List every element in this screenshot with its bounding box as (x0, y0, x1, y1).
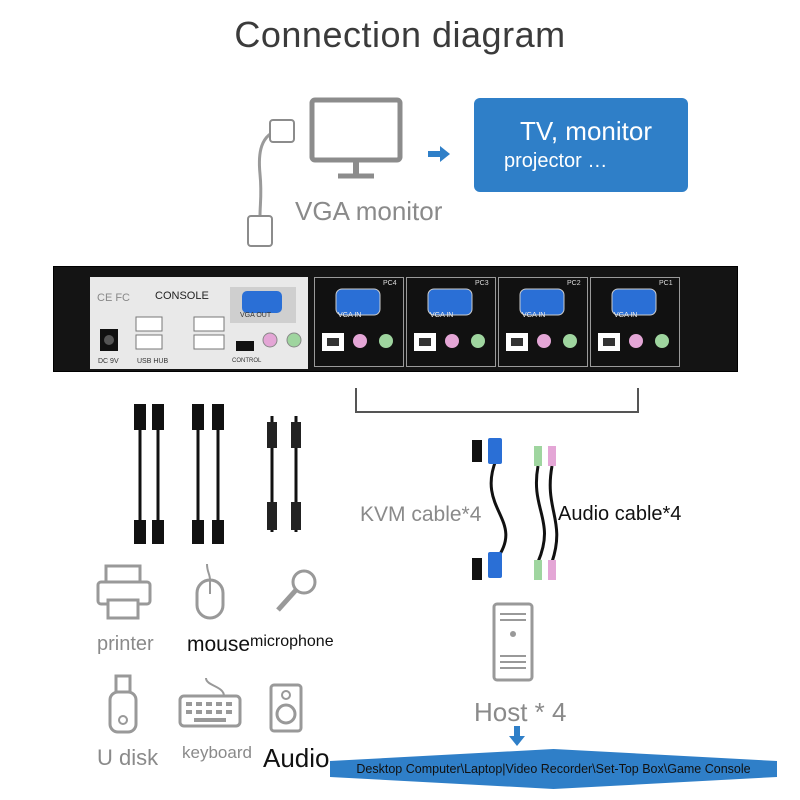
usb-hub-label: USB HUB (137, 358, 169, 365)
audio-speaker-icon (269, 683, 303, 733)
tv-monitor-box: TV, monitor projector … (474, 98, 688, 192)
vga-monitor-icon (247, 97, 403, 247)
host-tower-icon (492, 602, 534, 682)
keyboard-icon (178, 677, 242, 728)
diagram-title: Connection diagram (234, 14, 566, 55)
u-disk-icon (108, 674, 138, 734)
console-label: CONSOLE (155, 290, 209, 302)
arrow-down-icon (509, 726, 525, 746)
mouse-icon (195, 563, 225, 620)
pc2-vga-in: VGA IN (522, 312, 546, 319)
pc4-panel (314, 277, 404, 367)
vga-monitor-label: VGA monitor (295, 196, 443, 226)
microphone-label: microphone (250, 633, 334, 650)
host-types-bar: Desktop Computer\Laptop|Video Recorder\S… (330, 749, 777, 789)
pc2-tag: PC2 (567, 280, 581, 287)
certification-marks: CE FC (97, 292, 130, 304)
host-label: Host * 4 (474, 697, 567, 727)
pc4-tag: PC4 (383, 280, 397, 287)
audio-cable-icon (534, 446, 559, 580)
microphone-icon (276, 569, 317, 612)
kvm-cable-label: KVM cable*4 (360, 503, 482, 526)
u-disk-label: U disk (97, 745, 159, 770)
tv-box-line2: projector … (504, 150, 608, 172)
control-label: CONTROL (232, 358, 262, 364)
keyboard-label: keyboard (182, 743, 252, 762)
printer-label: printer (97, 633, 154, 655)
pc1-tag: PC1 (659, 280, 673, 287)
pc4-vga-in: VGA IN (338, 312, 362, 319)
pc-port-graphics (322, 288, 669, 351)
pc1-vga-in: VGA IN (614, 312, 638, 319)
usb-cables-icon (134, 404, 224, 544)
arrow-right-icon (428, 146, 450, 162)
pc3-vga-in: VGA IN (430, 312, 454, 319)
pc-ports-bracket (355, 388, 639, 413)
audio-cable-label: Audio cable*4 (558, 503, 682, 525)
vga-out-label: VGA OUT (240, 312, 272, 319)
tv-box-line1: TV, monitor (520, 116, 652, 146)
mouse-label: mouse (187, 633, 251, 656)
power-label: DC 9V (98, 358, 119, 365)
kvm-cable-icon (472, 438, 508, 580)
pc3-tag: PC3 (475, 280, 489, 287)
console-ports (100, 287, 302, 351)
audio-jack-cables-icon (267, 416, 301, 532)
audio-label: Audio (263, 743, 330, 773)
printer-icon (96, 564, 152, 620)
